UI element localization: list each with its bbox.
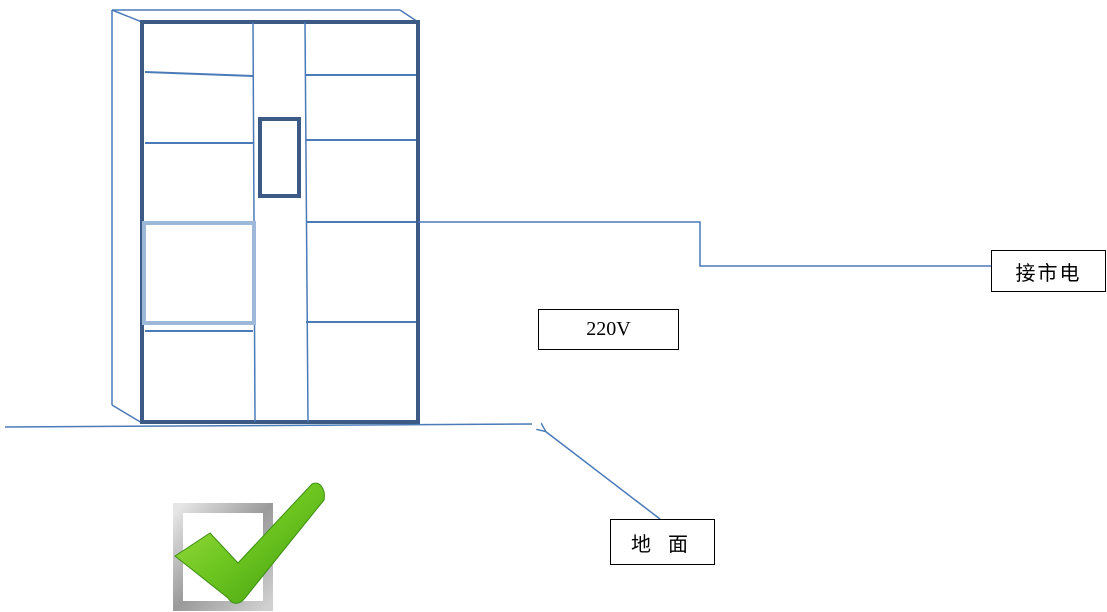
control-panel-screen	[258, 117, 301, 198]
left-compartment-dividers	[144, 71, 254, 332]
highlighted-locker-door	[142, 221, 256, 325]
right-compartment-dividers	[306, 74, 416, 323]
ground-line	[4, 423, 533, 428]
mains-power-label: 接市电	[991, 250, 1106, 292]
ground-pointer-arrow	[545, 431, 661, 520]
cabinet-side-panel	[111, 9, 419, 424]
ground-label: 地 面	[610, 519, 715, 565]
voltage-label: 220V	[538, 309, 679, 350]
checkbox-checkmark-icon	[173, 482, 325, 611]
cabinet-column-dividers	[252, 21, 309, 423]
power-cable-line	[418, 221, 991, 267]
